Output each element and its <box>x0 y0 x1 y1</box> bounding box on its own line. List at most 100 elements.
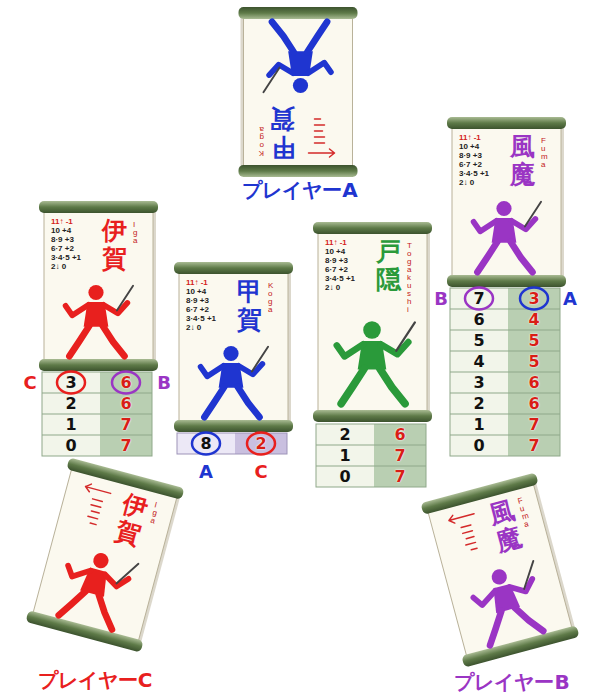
clan-name: 甲賀 <box>237 278 262 333</box>
track-number: 6 <box>450 309 508 330</box>
bonus-number: 7 <box>508 435 560 456</box>
scroll-card: 風魔 Fuma 11↑ -110 +48·9 +36·7 +23·4·5 +12↓ … <box>450 117 563 287</box>
score-rule: 10 +4 <box>459 142 479 151</box>
scroll-card: 風魔Fuma <box>423 473 576 666</box>
bonus-number: 5 <box>508 351 560 372</box>
score-rule: 8·9 +3 <box>459 151 482 160</box>
clan-card <box>174 262 293 432</box>
bonus-number: 3 <box>508 288 560 309</box>
score-rule: 3·4·5 +1 <box>51 253 81 262</box>
clan-romaji: Togakushi <box>407 242 412 314</box>
player-card <box>421 472 580 667</box>
player-label: プレイヤーC <box>38 669 153 691</box>
bonus-number: 7 <box>100 414 152 435</box>
bonus-number: 5 <box>508 330 560 351</box>
scroll-card: 伊賀 Iga 11↑ -110 +48·9 +36·7 +23·4·5 +12↓ 0 <box>42 201 155 371</box>
track-number: 3 <box>450 372 508 393</box>
clan-card <box>447 117 566 287</box>
score-rule: 10 +4 <box>186 287 206 296</box>
clan-name: 伊賀 <box>102 217 127 272</box>
player-card <box>239 7 358 177</box>
score-rule: 6·7 +2 <box>325 265 348 274</box>
score-track: 36261707 <box>42 372 152 456</box>
clan-romaji: Fuma <box>541 137 546 169</box>
marker-letter: B <box>434 289 448 309</box>
bonus-number: 6 <box>100 393 152 414</box>
marker-circles <box>57 288 548 455</box>
track-number: 5 <box>450 330 508 351</box>
track-number: 0 <box>42 435 100 456</box>
bonus-number: 6 <box>508 372 560 393</box>
track-number: 2 <box>42 393 100 414</box>
marker-letter: A <box>199 462 213 482</box>
score-rule: 2↓ 0 <box>51 262 66 271</box>
score-rule: 10 +4 <box>51 226 71 235</box>
track-number: 7 <box>450 288 508 309</box>
score-rule: 6·7 +2 <box>51 244 74 253</box>
clan-card <box>39 201 158 371</box>
clan-romaji: Iga <box>133 221 138 245</box>
marker-letter: B <box>157 373 171 393</box>
score-rule: 6·7 +2 <box>459 160 482 169</box>
score-rule: 11↑ -1 <box>325 238 347 247</box>
score-rule: 11↑ -1 <box>459 133 481 142</box>
track-number: 0 <box>450 435 508 456</box>
score-rule: 8·9 +3 <box>325 256 348 265</box>
score-track: 82 <box>177 433 287 454</box>
score-rule: 8·9 +3 <box>51 235 74 244</box>
marker-letter: C <box>254 462 267 482</box>
clan-name: 風魔 <box>510 133 535 188</box>
score-rule: 6·7 +2 <box>186 305 209 314</box>
bonus-number: 7 <box>374 466 426 487</box>
score-rule: 2↓ 0 <box>459 178 474 187</box>
bonus-number: 7 <box>100 435 152 456</box>
track-number: 4 <box>450 351 508 372</box>
track-number: 1 <box>316 445 374 466</box>
scroll-card: 甲賀 Koga 11↑ -110 +48·9 +36·7 +23·4·5 +12↓ … <box>177 262 290 432</box>
clan-name: 甲賀 <box>270 106 295 161</box>
scroll-card: 戸隠 Togakushi 11↑ -110 +48·9 +36·7 +23·4·5 … <box>316 222 429 422</box>
marker-letter: C <box>23 373 36 393</box>
score-rule: 11↑ -1 <box>51 217 73 226</box>
bonus-number: 6 <box>374 424 426 445</box>
track-number: 8 <box>177 433 235 454</box>
clan-card <box>313 222 432 422</box>
bonus-number: 6 <box>508 393 560 414</box>
score-rule: 3·4·5 +1 <box>459 169 489 178</box>
bonus-number: 4 <box>508 309 560 330</box>
track-number: 3 <box>42 372 100 393</box>
bonus-number: 7 <box>374 445 426 466</box>
clan-romaji: Koga <box>268 282 273 314</box>
score-rule: 3·4·5 +1 <box>186 314 216 323</box>
clan-name: 戸隠 <box>376 238 401 293</box>
player-card <box>26 457 185 652</box>
player-label: プレイヤーB <box>454 671 569 693</box>
score-rule: 8·9 +3 <box>186 296 209 305</box>
track-number: 1 <box>450 414 508 435</box>
track-number: 0 <box>316 466 374 487</box>
score-rule: 2↓ 0 <box>325 283 340 292</box>
bonus-number: 6 <box>100 372 152 393</box>
scroll-card: 伊賀Iga <box>28 458 181 651</box>
score-track <box>450 288 560 456</box>
score-track: 261707 <box>316 424 426 487</box>
player-label: プレイヤーA <box>242 179 357 201</box>
clan-name: 伊賀 <box>112 489 150 549</box>
score-track <box>42 372 152 456</box>
clan-romaji: Fuma <box>517 497 530 529</box>
track-number: 1 <box>42 414 100 435</box>
bonus-number: 7 <box>508 414 560 435</box>
track-number: 2 <box>316 424 374 445</box>
score-rule: 2↓ 0 <box>186 323 201 332</box>
score-rule: 11↑ -1 <box>186 278 208 287</box>
clan-romaji: Koga <box>259 125 264 157</box>
score-track: 7364554536261707 <box>450 288 560 456</box>
track-number: 2 <box>450 393 508 414</box>
score-rule: 3·4·5 +1 <box>325 274 355 283</box>
score-track <box>316 424 426 487</box>
score-rule: 10 +4 <box>325 247 345 256</box>
score-track <box>177 433 287 454</box>
marker-letter: A <box>563 289 577 309</box>
